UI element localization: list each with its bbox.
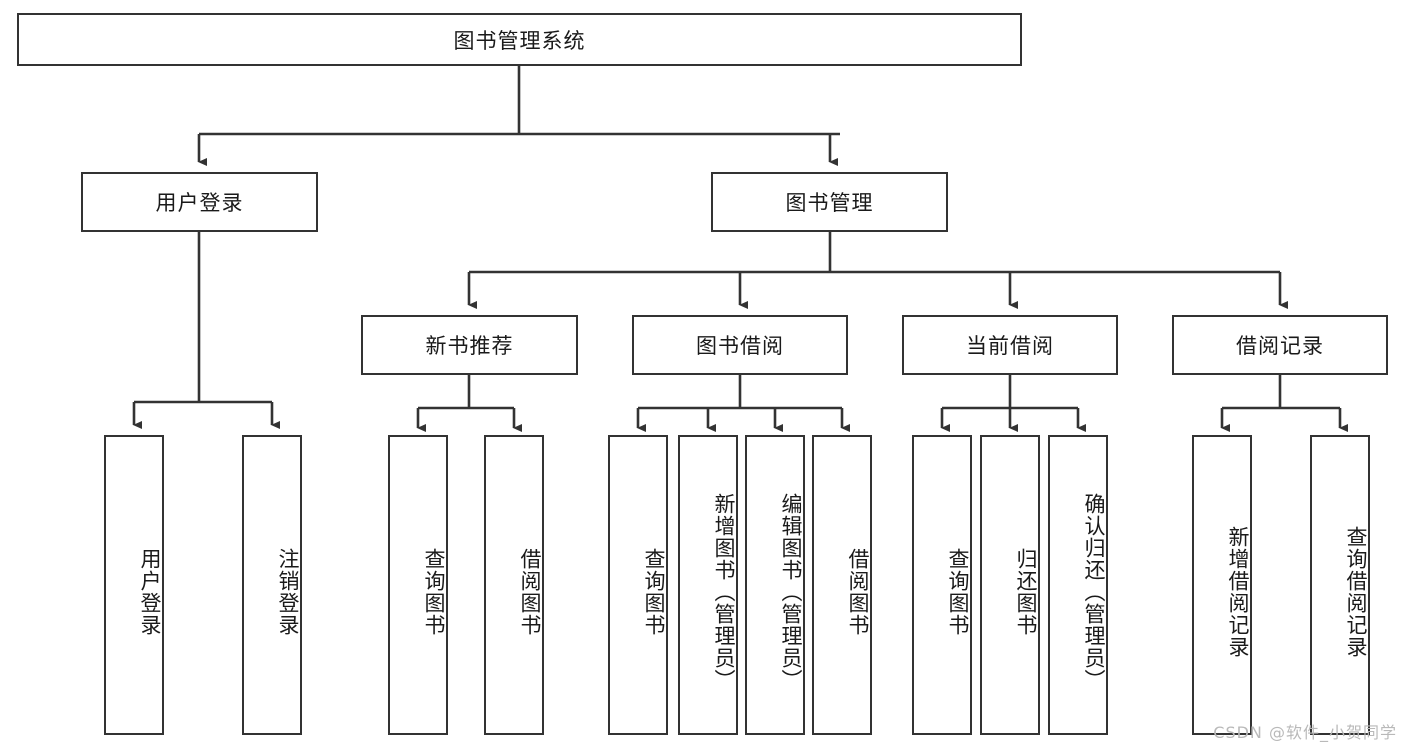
node-user-login[interactable]: 用户登录	[81, 172, 318, 232]
node-user-login-label: 用户登录	[155, 191, 244, 215]
leaf-confirm-return-admin[interactable]: 确认归还（管理员）	[1048, 435, 1108, 735]
node-new-book-recommend[interactable]: 新书推荐	[361, 315, 578, 375]
leaf-return-books[interactable]: 归还图书	[980, 435, 1040, 735]
node-current-borrow-label: 当前借阅	[966, 334, 1054, 358]
leaf-label: 编辑图书（管理员）	[779, 493, 803, 691]
node-book-borrow-label: 图书借阅	[696, 334, 784, 358]
leaf-label: 查询图书	[642, 548, 666, 636]
leaf-label: 查询借阅记录	[1344, 526, 1368, 658]
leaf-label: 查询图书	[946, 548, 970, 636]
node-borrow-records[interactable]: 借阅记录	[1172, 315, 1388, 375]
watermark: CSDN @软件_小贺同学	[1213, 723, 1397, 742]
leaf-label: 查询图书	[422, 548, 446, 636]
leaf-edit-book-admin[interactable]: 编辑图书（管理员）	[745, 435, 805, 735]
node-root-label: 图书管理系统	[453, 28, 586, 53]
leaf-query-books-recommend[interactable]: 查询图书	[388, 435, 448, 735]
leaf-add-borrow-record[interactable]: 新增借阅记录	[1192, 435, 1252, 735]
node-book-management[interactable]: 图书管理	[711, 172, 948, 232]
leaf-add-book-admin[interactable]: 新增图书（管理员）	[678, 435, 738, 735]
node-book-borrow[interactable]: 图书借阅	[632, 315, 848, 375]
leaf-user-login[interactable]: 用户登录	[104, 435, 164, 735]
leaf-logout[interactable]: 注销登录	[242, 435, 302, 735]
leaf-query-books-borrow[interactable]: 查询图书	[608, 435, 668, 735]
leaf-borrow-books-recommend[interactable]: 借阅图书	[484, 435, 544, 735]
leaf-label: 确认归还（管理员）	[1082, 493, 1106, 691]
leaf-borrow-books[interactable]: 借阅图书	[812, 435, 872, 735]
leaf-label: 归还图书	[1014, 548, 1038, 636]
node-root[interactable]: 图书管理系统	[17, 13, 1022, 66]
leaf-query-borrow-record[interactable]: 查询借阅记录	[1310, 435, 1370, 735]
node-borrow-records-label: 借阅记录	[1236, 334, 1324, 358]
leaf-query-books-current[interactable]: 查询图书	[912, 435, 972, 735]
leaf-label: 新增借阅记录	[1226, 526, 1250, 658]
node-current-borrow[interactable]: 当前借阅	[902, 315, 1118, 375]
node-book-management-label: 图书管理	[785, 191, 874, 215]
leaf-label: 借阅图书	[518, 548, 542, 636]
leaf-label: 新增图书（管理员）	[712, 493, 736, 691]
leaf-label: 用户登录	[138, 548, 162, 636]
leaf-label: 注销登录	[276, 548, 300, 636]
node-new-book-recommend-label: 新书推荐	[425, 334, 514, 358]
leaf-label: 借阅图书	[846, 548, 870, 636]
